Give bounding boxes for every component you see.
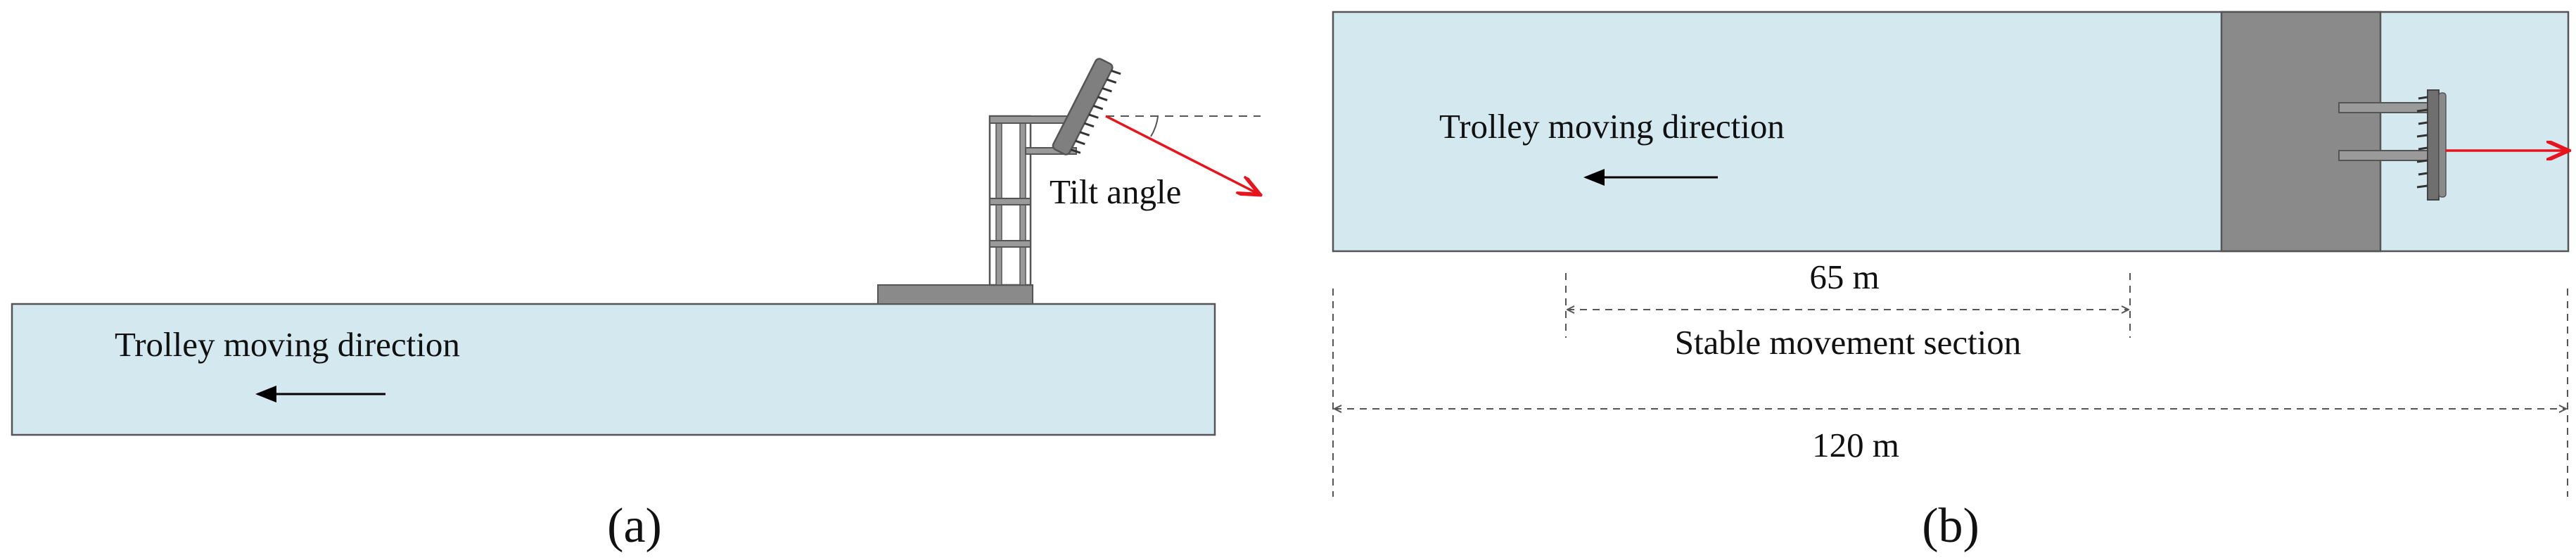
brush-normal-arrow [1105,115,1258,194]
water-tank [11,303,1216,436]
support-frame [988,115,1080,286]
tilt-angle-label: Tilt angle [1050,172,1181,211]
trolley-direction-label-b: Trolley moving direction [1439,107,1785,146]
brush-head [1052,58,1121,156]
trolley-direction-label: Trolley moving direction [115,325,460,364]
brush-arm-upper [2338,102,2428,113]
panel-a-caption: (a) [607,499,662,553]
trolley-top-view [2220,11,2382,253]
panel-a: Tilt angle Trolley moving direction (a) [11,58,1261,553]
stable-section-dimension [1565,273,2131,338]
trolley-base [877,284,1033,305]
brush-top-view [2416,89,2447,201]
brush-arm-lower [2338,150,2428,161]
panel-b: Trolley moving direction 65 m Stable mov… [1332,11,2568,553]
tilt-angle-arc [1150,116,1159,137]
panel-b-caption: (b) [1922,499,1979,553]
stable-section-label: Stable movement section [1675,323,2022,362]
total-length-label: 120 m [1812,426,1899,464]
stable-length-label: 65 m [1809,258,1879,296]
total-length-dimension [1332,288,2568,497]
